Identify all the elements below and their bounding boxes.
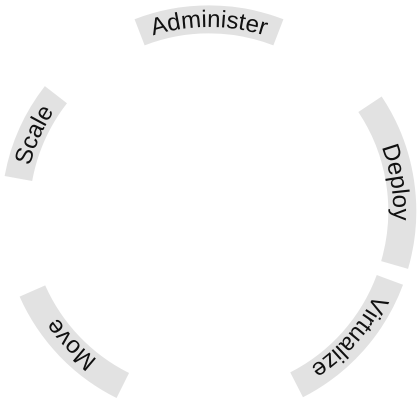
label-virtualize: Virtualize [297,280,394,385]
label-move: Move [32,291,122,386]
label-administer: Administer [140,6,279,41]
label-virtualize-text: Virtualize [307,291,394,384]
label-deploy-textpath: Deploy [376,140,414,220]
label-virtualize-textpath: Virtualize [307,291,394,384]
label-deploy: Deploy [370,104,414,265]
label-scale: Scale [10,95,60,179]
label-administer-textpath: Administer [148,6,271,41]
label-administer-text: Administer [148,6,271,41]
label-deploy-text: Deploy [376,140,414,220]
